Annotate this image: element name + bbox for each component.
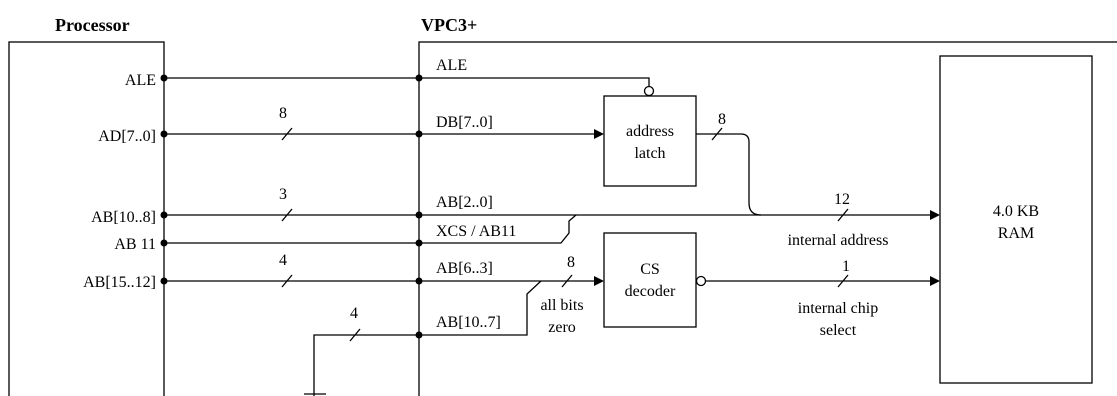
vpc3-pin-ale: ALE [436,57,467,74]
junction-dot [160,211,168,219]
vpc3-pin-ab-6-3: AB[6..3] [436,260,493,277]
junction-dot [160,239,168,247]
processor-block [8,41,165,396]
ab-10-8-bus-slash [281,208,293,222]
vpc3-pin-xcs: XCS / AB11 [436,223,516,240]
internal-address-label: internal address [788,232,889,249]
processor-pin-ab-15-12: AB[15..12] [83,274,156,291]
arrowhead [930,210,940,220]
latch-out-slash [711,127,723,141]
all-bits-label-line1: all bits [540,297,583,314]
latch-out-width: 8 [718,111,726,128]
processor-pin-ad: AD[7..0] [98,128,156,145]
address-latch-block [603,95,697,187]
processor-pin-ab-11: AB 11 [114,236,156,253]
ram-label-line2: RAM [998,225,1034,242]
ad-bus-slash [281,127,293,141]
arrowhead [594,129,604,139]
cs-decoder-block [603,232,697,328]
inversion-bubble [643,85,655,97]
vpc3-title: VPC3+ [421,15,477,35]
chip-select-label-line1: internal chip [798,300,878,317]
latch-label-line1: address [626,123,674,140]
gnd-bus-width: 4 [350,305,358,322]
arrowhead [594,276,604,286]
vpc3-pin-ab-2-0: AB[2..0] [436,194,493,211]
decoder-in-width: 8 [567,254,575,271]
vpc3-pin-db: DB[7..0] [436,114,493,131]
processor-pin-ab-10-8: AB[10..8] [91,209,156,226]
chip-select-slash [837,274,849,288]
internal-address-slash [837,208,849,222]
processor-title: Processor [55,15,130,35]
latch-output-wire [696,133,762,216]
ad-bus-width: 8 [279,105,287,122]
arrowhead [930,276,940,286]
chip-select-label-line2: select [820,322,857,339]
processor-pin-ale: ALE [125,72,156,89]
ab-10-8-bus-width: 3 [279,186,287,203]
vpc3-pin-ab-10-7: AB[10..7] [436,314,501,331]
gnd-bus-slash [349,328,361,342]
ab-15-12-bus-width: 4 [279,252,287,269]
ab-10-7-merge-wire [419,280,542,336]
junction-dot [160,130,168,138]
xcs-merge-wire [419,214,577,244]
chip-select-width: 1 [842,258,850,275]
all-bits-label-line2: zero [548,319,576,336]
ab-15-12-bus-slash [281,274,293,288]
latch-label-line2: latch [634,145,665,162]
junction-dot [160,74,168,82]
decoder-in-slash [561,274,573,288]
ram-label-line1: 4.0 KB [993,203,1039,220]
decoder-label-line2: decoder [625,283,676,300]
inversion-bubble [695,275,707,287]
junction-dot [160,277,168,285]
ram-block [939,55,1093,384]
gnd-wire [313,334,419,396]
internal-address-width: 12 [834,191,850,208]
decoder-label-line1: CS [640,261,660,278]
